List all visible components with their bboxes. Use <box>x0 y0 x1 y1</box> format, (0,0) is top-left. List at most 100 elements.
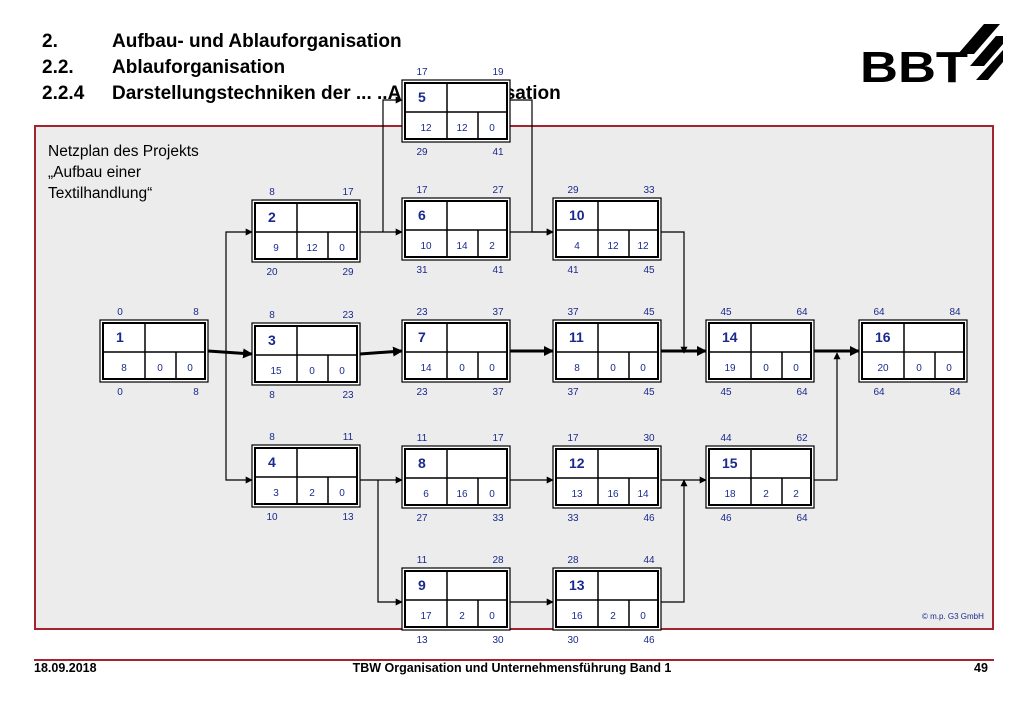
dependency-arrow <box>382 96 403 232</box>
earliest-start: 28 <box>567 555 579 566</box>
latest-start: 20 <box>266 267 278 278</box>
latest-finish: 45 <box>643 387 655 398</box>
earliest-finish: 27 <box>492 185 504 196</box>
latest-start: 23 <box>416 387 428 398</box>
latest-start: 37 <box>567 387 579 398</box>
latest-start: 33 <box>567 513 579 524</box>
node-inner-frame <box>254 202 358 260</box>
total-float-value: 0 <box>459 363 465 374</box>
earliest-start: 29 <box>567 185 579 196</box>
free-float-value: 0 <box>640 363 646 374</box>
free-float-value: 2 <box>489 241 495 252</box>
earliest-finish: 37 <box>492 307 504 318</box>
latest-finish: 41 <box>492 265 504 276</box>
duration-value: 20 <box>877 363 889 374</box>
latest-finish: 8 <box>193 387 199 398</box>
earliest-finish: 8 <box>193 307 199 318</box>
total-float-value: 0 <box>309 366 315 377</box>
duration-value: 9 <box>273 243 279 254</box>
free-float-value: 0 <box>489 611 495 622</box>
activity-number: 9 <box>418 577 426 593</box>
duration-value: 12 <box>420 123 432 134</box>
heading-3-number: 2.2.4 <box>42 83 85 104</box>
latest-start: 41 <box>567 265 579 276</box>
latest-start: 64 <box>873 387 885 398</box>
dependency-arrow <box>510 99 554 236</box>
activity-number: 12 <box>569 455 585 471</box>
total-float-value: 0 <box>763 363 769 374</box>
logo-text: BBT <box>860 43 968 92</box>
latest-start: 27 <box>416 513 428 524</box>
total-float-value: 12 <box>456 123 468 134</box>
total-float-value: 0 <box>610 363 616 374</box>
total-float-value: 2 <box>763 489 769 500</box>
earliest-finish: 11 <box>343 432 354 443</box>
free-float-value: 12 <box>637 241 649 252</box>
earliest-start: 37 <box>567 307 579 318</box>
bbt-logo: BBT <box>860 24 1003 92</box>
earliest-start: 45 <box>720 307 732 318</box>
earliest-finish: 45 <box>643 307 655 318</box>
duration-value: 18 <box>724 489 736 500</box>
latest-finish: 13 <box>342 512 354 523</box>
footer-page-number: 49 <box>974 661 988 675</box>
earliest-start: 11 <box>417 555 428 566</box>
free-float-value: 0 <box>640 611 646 622</box>
earliest-start: 64 <box>873 307 885 318</box>
latest-finish: 45 <box>643 265 655 276</box>
node-inner-frame <box>404 82 508 140</box>
total-float-value: 0 <box>916 363 922 374</box>
caption-line: Netzplan des Projekts <box>48 143 199 160</box>
node-inner-frame <box>861 322 965 380</box>
latest-finish: 29 <box>342 267 354 278</box>
activity-number: 4 <box>268 454 276 470</box>
earliest-finish: 84 <box>949 307 961 318</box>
activity-number: 5 <box>418 89 426 105</box>
duration-value: 3 <box>273 488 279 499</box>
heading-2-number: 2.2. <box>42 57 74 78</box>
activity-number: 6 <box>418 207 426 223</box>
latest-finish: 84 <box>949 387 961 398</box>
activity-number: 13 <box>569 577 585 593</box>
dependency-arrow <box>377 480 403 606</box>
free-float-value: 14 <box>637 489 649 500</box>
activity-number: 3 <box>268 332 276 348</box>
earliest-finish: 64 <box>796 307 808 318</box>
earliest-finish: 19 <box>492 67 504 78</box>
footer-date: 18.09.2018 <box>34 661 97 675</box>
latest-start: 30 <box>567 635 579 646</box>
copyright-notice: © m.p. G3 GmbH <box>922 612 984 621</box>
earliest-start: 8 <box>269 187 275 198</box>
caption-line: Textilhandlung“ <box>48 185 153 202</box>
activity-number: 1 <box>116 329 124 345</box>
dependency-arrow <box>225 351 253 484</box>
free-float-value: 0 <box>793 363 799 374</box>
node-inner-frame <box>555 322 659 380</box>
free-float-value: 0 <box>489 363 495 374</box>
latest-start: 29 <box>416 147 428 158</box>
duration-value: 10 <box>420 241 432 252</box>
node-inner-frame <box>708 322 812 380</box>
footer-divider <box>34 659 994 661</box>
total-float-value: 16 <box>607 489 619 500</box>
free-float-value: 0 <box>489 123 495 134</box>
latest-finish: 64 <box>796 387 808 398</box>
footer-title: TBW Organisation und Unternehmensführung… <box>352 661 672 675</box>
critical-path-arrow <box>207 348 253 359</box>
earliest-start: 8 <box>269 310 275 321</box>
activity-number: 15 <box>722 455 738 471</box>
earliest-start: 17 <box>416 67 428 78</box>
node-inner-frame <box>404 200 508 258</box>
heading-2-text: Ablauforganisation <box>112 57 286 78</box>
dependency-arrow <box>814 352 841 481</box>
duration-value: 14 <box>420 363 432 374</box>
